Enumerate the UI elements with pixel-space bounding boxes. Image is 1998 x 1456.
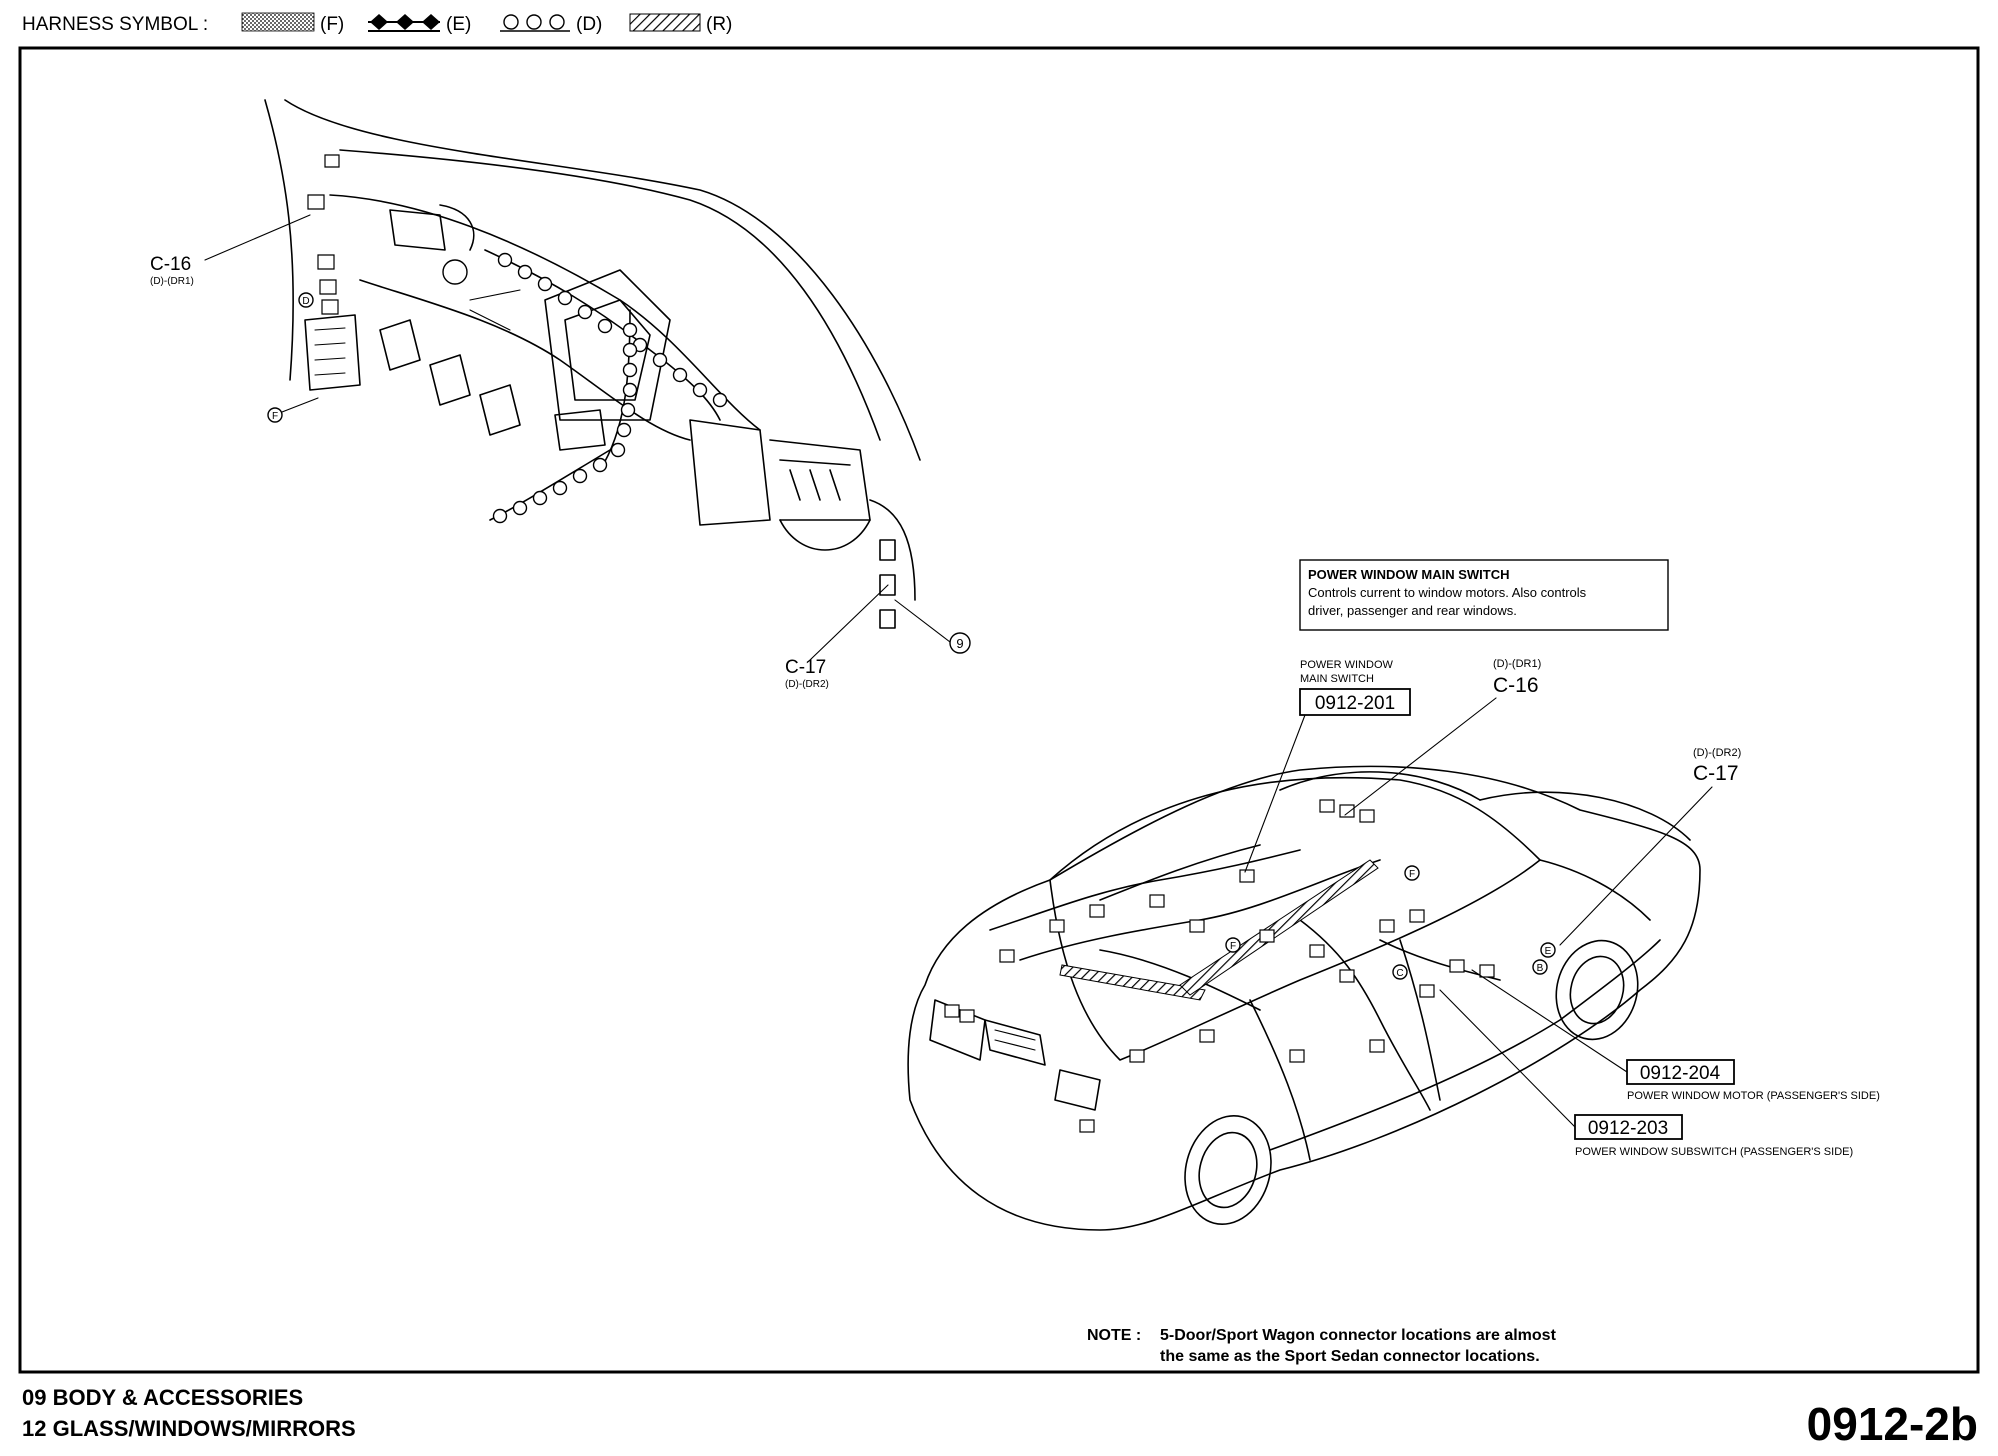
car-c16-label: C-16 <box>1493 674 1539 697</box>
motor-code-box <box>1626 1059 1735 1085</box>
marker-d-dash <box>298 292 314 308</box>
main-switch-code: 0912-201 <box>1315 693 1395 714</box>
footer: 09 BODY & ACCESSORIES 12 GLASS/WINDOWS/M… <box>22 1385 1978 1450</box>
legend-hatched-symbol <box>629 13 701 32</box>
footer-section-line1: 09 BODY & ACCESSORIES <box>22 1385 303 1410</box>
car-marker-c: C <box>1396 968 1403 979</box>
motor-code: 0912-204 <box>1640 1063 1721 1084</box>
car-view: F E B C F POWER WINDOW MAIN SWITCH 0912-… <box>907 658 1880 1231</box>
legend-code-d: (D) <box>576 14 602 35</box>
note-prefix: NOTE : <box>1087 1327 1141 1344</box>
c16-leader-car <box>1344 697 1497 816</box>
c16-leader-dash <box>204 214 311 261</box>
dashboard-view: C-16 (D)-(DR1) D F 9 C-17 (D)-(DR2) <box>150 99 971 690</box>
marker-9 <box>949 632 971 654</box>
c17-leader-dash <box>809 584 889 661</box>
subswitch-leader <box>1439 989 1576 1128</box>
footer-page-number: 0912-2b <box>1807 1398 1978 1450</box>
car-marker-f1: F <box>1409 869 1415 880</box>
dash-c17-label: C-17 <box>785 657 826 678</box>
car-marker-b: B <box>1537 963 1544 974</box>
harness-legend: HARNESS SYMBOL : (F) (E) (D) (R) <box>22 12 732 35</box>
info-box-line1: Controls current to window motors. Also … <box>1308 585 1587 600</box>
car-connectors <box>944 799 1495 1133</box>
c17-leader-car <box>1559 786 1713 946</box>
subswitch-code: 0912-203 <box>1588 1118 1668 1139</box>
marker-f-text: F <box>272 411 278 422</box>
subswitch-desc: POWER WINDOW SUBSWITCH (PASSENGER'S SIDE… <box>1575 1146 1853 1158</box>
dash-c16-label: C-16 <box>150 254 191 275</box>
legend-dotted-symbol <box>241 12 315 32</box>
dash-c17-sub: (D)-(DR2) <box>785 679 829 690</box>
legend-code-f: (F) <box>320 14 344 35</box>
legend-code-e: (E) <box>446 14 471 35</box>
car-marker-f2: F <box>1230 941 1236 952</box>
main-switch-leader <box>1244 714 1306 873</box>
motor-leader <box>1471 969 1628 1073</box>
main-switch-line1: POWER WINDOW <box>1300 659 1393 671</box>
diagram-frame <box>18 46 1980 1374</box>
dash-c16-sub: (D)-(DR1) <box>150 276 194 287</box>
footer-section-line2: 12 GLASS/WINDOWS/MIRRORS <box>22 1416 356 1441</box>
marker-d-text: D <box>302 296 309 307</box>
legend-code-r: (R) <box>706 14 732 35</box>
car-c17-label: C-17 <box>1693 762 1739 785</box>
car-c17-sub: (D)-(DR2) <box>1693 747 1741 759</box>
harness-circles-dash <box>492 252 728 524</box>
legend-diamond-symbol <box>368 14 440 32</box>
legend-circle-symbol <box>500 14 570 32</box>
motor-desc: POWER WINDOW MOTOR (PASSENGER'S SIDE) <box>1627 1090 1880 1102</box>
note-line2: the same as the Sport Sedan connector lo… <box>1160 1348 1540 1365</box>
info-box-line2: driver, passenger and rear windows. <box>1308 603 1517 618</box>
front-wheel <box>1555 939 1639 1041</box>
car-c16-sub: (D)-(DR1) <box>1493 658 1541 670</box>
legend-prefix: HARNESS SYMBOL : <box>22 14 208 35</box>
marker-f-dash <box>267 407 283 423</box>
main-switch-line2: MAIN SWITCH <box>1300 673 1374 685</box>
info-box-title: POWER WINDOW MAIN SWITCH <box>1308 567 1509 582</box>
info-box: POWER WINDOW MAIN SWITCH Controls curren… <box>1299 559 1669 631</box>
car-marker-e: E <box>1545 946 1552 957</box>
marker-9-text: 9 <box>956 636 963 651</box>
note-line1: 5-Door/Sport Wagon connector locations a… <box>1160 1327 1557 1344</box>
rear-wheel <box>1184 1114 1272 1226</box>
note: NOTE : 5-Door/Sport Wagon connector loca… <box>1087 1327 1557 1365</box>
main-switch-code-box <box>1299 688 1411 716</box>
